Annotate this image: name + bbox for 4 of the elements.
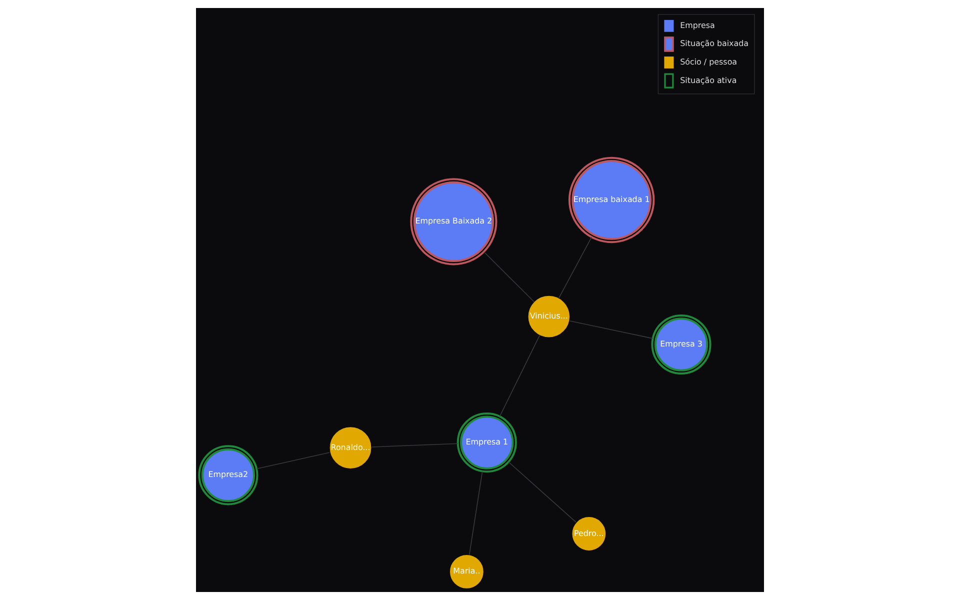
legend-label: Situação baixada [680, 39, 749, 48]
legend-label: Sócio / pessoa [680, 57, 738, 66]
legend-label: Situação ativa [680, 76, 737, 85]
legend-label: Empresa [680, 20, 715, 30]
